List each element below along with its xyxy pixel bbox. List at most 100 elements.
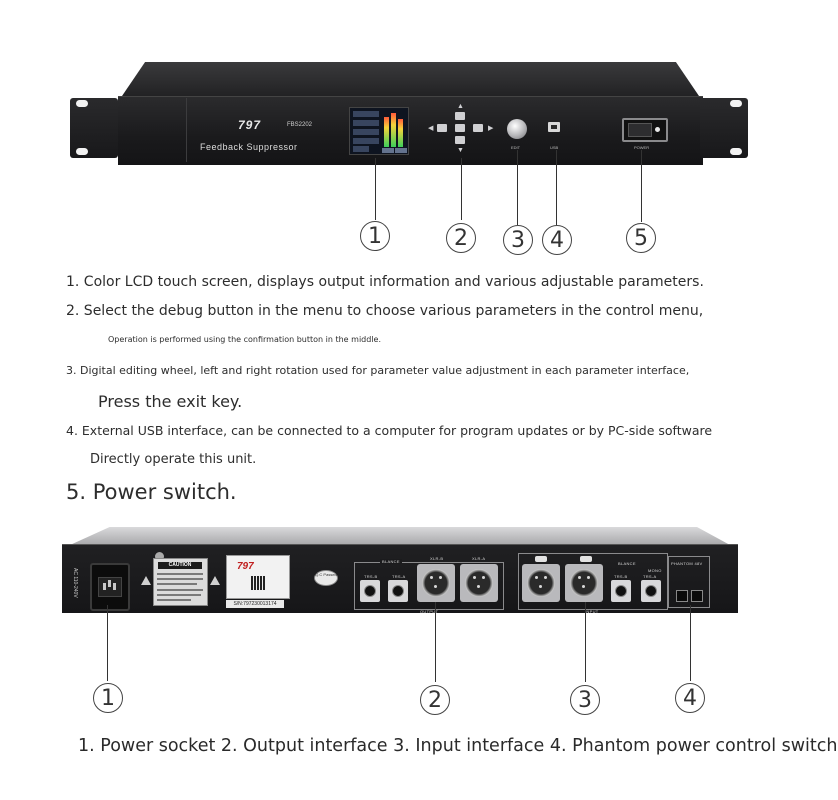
lcd-level-meter	[391, 113, 396, 147]
jack-hole	[645, 585, 657, 597]
rear-unit-top-panel	[70, 527, 730, 545]
usb-port[interactable]	[548, 122, 560, 132]
power-switch[interactable]	[622, 118, 668, 142]
leader-line	[556, 150, 557, 225]
callout-front-4: 4	[542, 225, 572, 255]
output-trs-a-jack[interactable]	[388, 580, 408, 602]
front-rack-ear-right	[700, 98, 748, 158]
xlr-b-label: XLR-B	[430, 556, 444, 561]
callout-rear-3: 3	[570, 685, 600, 715]
left-arrow-icon: ◀	[428, 125, 434, 132]
rack-hole	[76, 100, 88, 107]
leader-line	[375, 158, 376, 220]
description-item-2: 2. Select the debug button in the menu t…	[66, 303, 704, 319]
jack-hole	[392, 585, 404, 597]
power-indicator-icon	[655, 127, 660, 132]
caution-label: CAUTION	[153, 558, 208, 606]
front-rack-ear-left	[70, 98, 118, 158]
down-arrow-icon: ▼	[457, 147, 464, 154]
lcd-menu-row	[353, 146, 369, 152]
trs-a-label: TRS-A	[392, 574, 406, 579]
front-unit-top-panel	[122, 62, 699, 96]
socket-pin	[108, 580, 111, 587]
caution-text-line	[157, 599, 191, 601]
output-balance-label: BLANCE	[380, 559, 402, 564]
output-xlr-b-connector[interactable]	[417, 564, 455, 602]
right-button[interactable]	[473, 124, 483, 132]
input-trs-b-jack[interactable]	[611, 580, 631, 602]
caution-title: CAUTION	[158, 562, 202, 569]
left-button[interactable]	[437, 124, 447, 132]
phantom-label: PHANTOM 48V	[671, 561, 703, 566]
color-lcd-touch-screen[interactable]	[349, 107, 409, 155]
socket-inner	[98, 577, 122, 597]
xlr-pin	[539, 585, 542, 588]
xlr-pin	[535, 576, 538, 579]
qc-passed-badge: Q.C Passed	[314, 570, 338, 586]
caution-text-line	[157, 583, 197, 585]
input-trs-a-jack[interactable]	[641, 580, 661, 602]
rack-hole	[730, 100, 742, 107]
barcode-icon	[251, 576, 265, 590]
serial-number: S/N:797230013174	[226, 600, 284, 608]
input-balance-label: BLANCE	[618, 561, 636, 566]
output-xlr-a-connector[interactable]	[460, 564, 498, 602]
socket-pin	[113, 583, 116, 590]
xlr-pin	[473, 576, 476, 579]
leader-line	[690, 605, 691, 681]
leader-line	[461, 158, 462, 220]
xlr-face	[422, 569, 450, 597]
callout-front-3: 3	[503, 225, 533, 255]
down-button[interactable]	[455, 136, 465, 144]
caution-text-line	[157, 589, 203, 591]
rear-panel-caption: 1. Power socket 2. Output interface 3. I…	[78, 736, 838, 756]
leader-line	[517, 150, 518, 225]
right-arrow-icon: ▶	[488, 125, 494, 132]
leader-line	[107, 605, 108, 681]
product-name: Feedback Suppressor	[200, 142, 298, 152]
xlr-face	[527, 569, 555, 597]
lcd-level-meter	[398, 119, 403, 147]
description-item-1: 1. Color LCD touch screen, displays outp…	[66, 274, 704, 290]
up-button[interactable]	[455, 112, 465, 120]
xlr-pin	[430, 576, 433, 579]
callout-front-5: 5	[626, 223, 656, 253]
xlr-pin	[477, 585, 480, 588]
power-rocker[interactable]	[628, 123, 652, 137]
model-number: FBS2202	[287, 122, 313, 128]
xlr-a-label: XLR-A	[472, 556, 486, 561]
caution-text-line	[157, 573, 203, 575]
description-item-5: 5. Power switch.	[66, 480, 237, 504]
trs-b-label: TRS-B	[364, 574, 378, 579]
leader-line	[585, 602, 586, 682]
confirm-button[interactable]	[455, 124, 465, 132]
power-socket[interactable]	[90, 563, 130, 611]
caution-text-line	[157, 594, 201, 596]
ground-screw-icon	[155, 552, 164, 561]
description-item-4-sub: Directly operate this unit.	[90, 452, 257, 467]
output-trs-b-jack[interactable]	[360, 580, 380, 602]
socket-pin	[103, 583, 106, 590]
xlr-pin	[587, 576, 590, 579]
input-label: INPUT	[585, 609, 599, 614]
xlr-pin	[544, 576, 547, 579]
xlr-face	[465, 569, 493, 597]
jack-hole	[364, 585, 376, 597]
lcd-menu-row	[353, 111, 379, 117]
front-unit-faceplate	[118, 96, 703, 165]
xlr-pin	[434, 585, 437, 588]
power-label: POWER	[634, 145, 650, 150]
edit-wheel-knob[interactable]	[507, 119, 527, 139]
phantom-switch-b[interactable]	[676, 590, 688, 602]
callout-front-1: 1	[360, 221, 390, 251]
description-item-4: 4. External USB interface, can be connec…	[66, 423, 713, 438]
brand-logo: 797	[238, 118, 262, 132]
rack-hole	[76, 148, 88, 155]
xlr-latch-icon	[535, 556, 547, 562]
phantom-switch-a[interactable]	[691, 590, 703, 602]
leader-line	[641, 150, 642, 222]
output-jack-group	[354, 562, 504, 610]
description-item-3: 3. Digital editing wheel, left and right…	[66, 364, 690, 377]
input-xlr-b-connector[interactable]	[522, 564, 560, 602]
input-xlr-a-connector[interactable]	[565, 564, 603, 602]
